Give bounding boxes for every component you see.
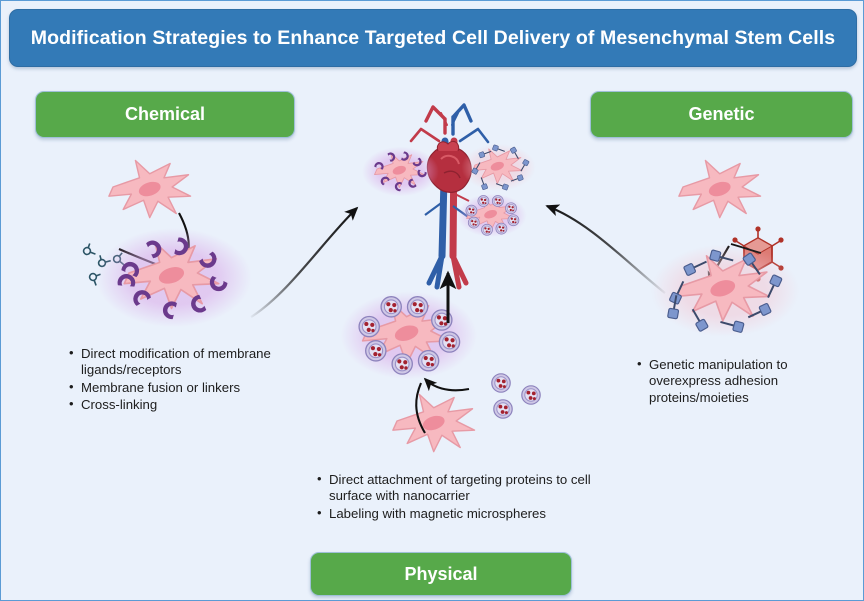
list-item: Genetic manipulation to overexpress adhe… bbox=[637, 356, 837, 406]
section-header-genetic-label: Genetic bbox=[688, 104, 755, 124]
section-header-chemical-label: Chemical bbox=[124, 104, 206, 124]
list-item: Labeling with magnetic microspheres bbox=[317, 505, 607, 522]
bullet-list-genetic: Genetic manipulation to overexpress adhe… bbox=[621, 356, 837, 407]
heart-icon bbox=[426, 140, 472, 193]
section-header-chemical: Chemical bbox=[35, 91, 295, 138]
page-title: Modification Strategies to Enhance Targe… bbox=[30, 26, 836, 49]
arrow-chemical-to-center bbox=[250, 206, 359, 318]
arrow-genetic-to-center bbox=[545, 204, 666, 294]
genetic-native-cell bbox=[678, 159, 762, 219]
center-cell-genetic bbox=[461, 143, 536, 192]
section-header-physical: Physical bbox=[310, 552, 572, 596]
chemical-modified-cell bbox=[95, 228, 252, 328]
vasculature-illustration bbox=[409, 103, 490, 290]
physical-modified-cell bbox=[340, 291, 477, 380]
list-item: Cross-linking bbox=[69, 396, 284, 413]
list-item: Membrane fusion or linkers bbox=[69, 379, 284, 396]
section-header-physical-label: Physical bbox=[404, 563, 478, 584]
section-header-genetic: Genetic bbox=[590, 91, 853, 138]
figure-title-bar: Modification Strategies to Enhance Targe… bbox=[9, 9, 857, 67]
physical-native-cell bbox=[392, 393, 476, 453]
chemical-native-cell bbox=[108, 159, 192, 219]
physical-microspheres-free bbox=[491, 373, 541, 419]
bullet-list-physical: Direct attachment of targeting proteins … bbox=[301, 471, 607, 523]
bullet-list-chemical: Direct modification of membrane ligands/… bbox=[53, 345, 284, 415]
center-cell-chemical bbox=[362, 146, 439, 197]
list-item: Direct modification of membrane ligands/… bbox=[69, 345, 284, 379]
physical-arrow-transform bbox=[415, 377, 470, 434]
center-cell-physical bbox=[457, 193, 527, 237]
list-item: Direct attachment of targeting proteins … bbox=[317, 471, 607, 505]
genetic-modified-cell bbox=[650, 244, 800, 338]
